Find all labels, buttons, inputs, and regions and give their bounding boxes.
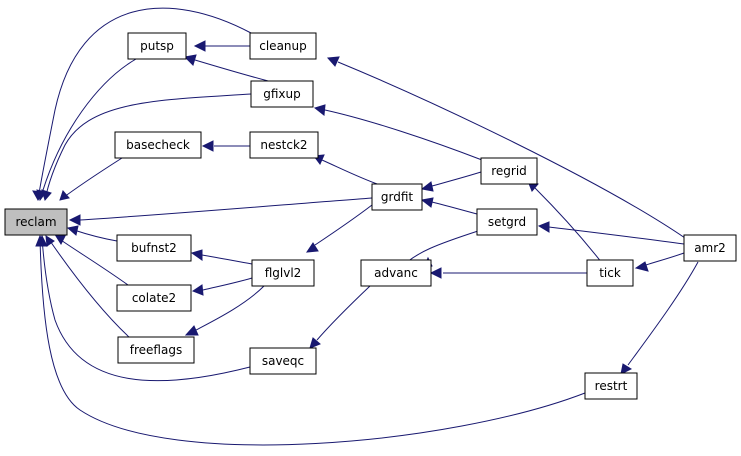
edge-basecheck-reclam [59,157,123,201]
arrowhead [183,54,197,66]
arrowhead [55,235,66,246]
edge-regrid-grdfit [431,171,482,187]
node-putsp[interactable]: putsp [127,32,187,60]
edge-gfixup-putsp [194,59,273,83]
edge-arrowheads [32,40,649,375]
node-label-saveqc: saveqc [262,354,304,368]
arrowhead [634,261,649,272]
node-label-basecheck: basecheck [126,138,190,152]
arrowhead [66,225,79,236]
node-basecheck[interactable]: basecheck [114,131,202,159]
arrowhead [313,104,326,116]
edge-advanc-saveqc [316,285,371,341]
node-tick[interactable]: tick [586,259,634,287]
edge-putsp-reclam [39,58,137,201]
arrowhead [190,249,203,261]
arrowhead [306,242,319,253]
edge-advanc-setgrd [406,230,479,263]
node-label-tick: tick [599,266,621,280]
node-label-putsp: putsp [140,39,174,53]
node-label-restrt: restrt [595,379,628,393]
node-colate2[interactable]: colate2 [116,284,192,312]
edge-regrid-gfixup [324,109,483,161]
arrowhead [537,221,550,233]
node-label-nestck2: nestck2 [260,138,307,152]
node-label-reclam: reclam [15,215,56,229]
node-amr2[interactable]: amr2 [683,234,737,262]
node-flglvl2[interactable]: flglvl2 [251,259,315,287]
edge-setgrd-grdfit [431,201,478,215]
edge-amr2-setgrd [548,226,685,245]
node-label-colate2: colate2 [132,291,176,305]
edge-restrt-reclam [39,237,586,446]
graph-nodes: reclam putsp cleanup gfixup basecheck ne… [4,32,737,400]
edge-cleanup-reclam [37,7,252,201]
edge-flglvl2-freeflags [195,285,265,331]
edge-amr2-tick [645,252,685,266]
node-label-advanc: advanc [374,266,418,280]
node-label-amr2: amr2 [694,241,726,255]
node-label-regrid: regrid [491,164,527,178]
node-saveqc[interactable]: saveqc [249,347,317,375]
edge-grdfit-flglvl2 [314,204,373,246]
edge-bufnst2-reclam [73,229,118,242]
arrowhead [184,325,199,336]
edge-colate2-reclam [57,237,129,286]
edge-gfixup-reclam [44,93,252,201]
node-cleanup[interactable]: cleanup [249,32,317,60]
node-reclam[interactable]: reclam [4,208,68,236]
edge-tick-regrid [534,187,603,264]
arrowhead [420,181,434,192]
edge-amr2-cleanup [337,61,686,239]
node-advanc[interactable]: advanc [360,259,432,287]
arrowhead [59,190,70,201]
edge-saveqc-reclam [41,237,251,382]
edge-grdfit-nestck2 [321,159,381,186]
graph-edges [37,7,699,446]
node-label-gfixup: gfixup [263,87,301,101]
node-regrid[interactable]: regrid [480,157,538,185]
arrowhead [420,197,434,208]
node-label-bufnst2: bufnst2 [131,241,177,255]
arrowhead [193,40,206,52]
node-label-cleanup: cleanup [259,39,307,53]
node-grdfit[interactable]: grdfit [371,183,423,211]
arrowhead [429,267,442,279]
node-nestck2[interactable]: nestck2 [249,131,319,159]
arrowhead [309,337,321,349]
node-restrt[interactable]: restrt [584,372,638,400]
arrowhead [35,234,46,247]
node-label-grdfit: grdfit [381,190,414,204]
edge-flglvl2-colate2 [202,277,253,291]
arrowhead [620,363,633,375]
node-freeflags[interactable]: freeflags [117,336,195,364]
node-label-freeflags: freeflags [130,343,182,357]
node-gfixup[interactable]: gfixup [250,80,314,108]
edge-flglvl2-bufnst2 [201,254,253,265]
arrowhead [326,56,340,67]
arrowhead [201,140,214,152]
node-label-setgrd: setgrd [488,215,526,229]
edge-grdfit-reclam [79,197,373,221]
arrowhead [45,235,55,247]
node-label-flglvl2: flglvl2 [265,266,302,280]
node-bufnst2[interactable]: bufnst2 [116,234,192,262]
arrowhead [191,284,204,296]
edge-amr2-restrt [627,261,699,366]
edge-freeflags-reclam [47,237,131,339]
arrowhead [41,189,52,202]
arrowhead [68,214,81,226]
node-setgrd[interactable]: setgrd [476,208,538,236]
